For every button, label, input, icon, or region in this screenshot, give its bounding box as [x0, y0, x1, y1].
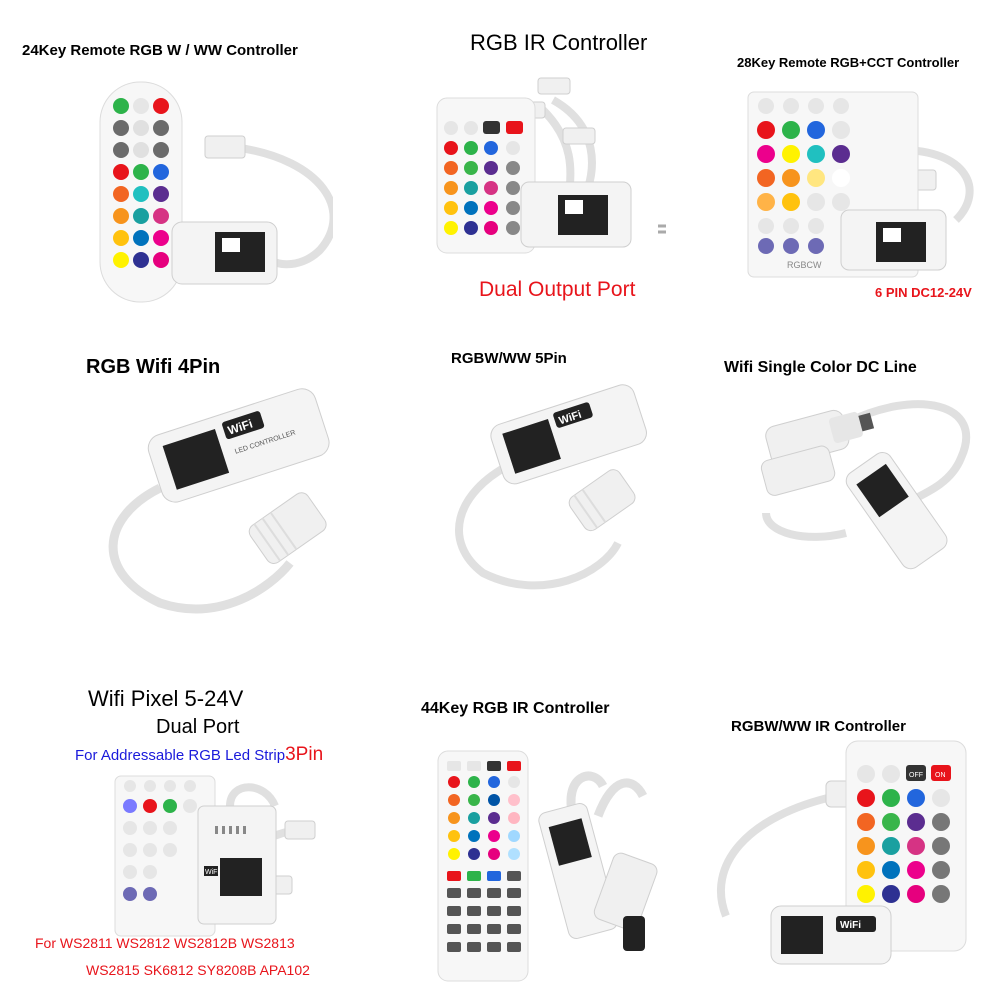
product-image-24key-controller	[99, 81, 333, 303]
product-cell-28key-rgbcct: 28Key Remote RGB+CCT Controller RGBCW 6 …	[666, 0, 999, 333]
remote-buttons: OFF ON	[857, 765, 951, 903]
product-image-28key-controller: RGBCW	[747, 91, 974, 278]
product-title: Wifi Single Color DC Line	[724, 359, 917, 376]
product-cell-44key-rgb-ir: 44Key RGB IR Controller	[333, 666, 666, 999]
product-note: 6 PIN DC12-24V	[875, 285, 972, 300]
wifi-logo: WiFi	[840, 920, 861, 931]
product-title: 28Key Remote RGB+CCT Controller	[737, 55, 960, 70]
remote-buttons	[447, 761, 521, 952]
remote-buttons	[444, 121, 523, 235]
product-title: 24Key Remote RGB W / WW Controller	[22, 42, 298, 59]
desc-text: For Addressable RGB Led Strip	[75, 747, 286, 764]
remote-label: RGBCW	[787, 260, 822, 270]
remote-buttons	[113, 98, 169, 268]
product-title: RGB IR Controller	[470, 30, 648, 55]
product-title: RGB Wifi 4Pin	[86, 356, 221, 378]
product-image-single-color-dc	[760, 400, 971, 570]
product-title: RGBW/WW IR Controller	[731, 718, 906, 735]
remote-buttons	[757, 98, 850, 254]
product-desc: For Addressable RGB Led Strip3Pin	[75, 744, 323, 766]
product-image-wifi-pixel: WiFi	[114, 775, 316, 937]
product-image-rgb-ir-controller	[436, 77, 666, 254]
product-image-rgbw-ir-controller: OFF ON WiFi	[717, 740, 967, 965]
product-image-rgbw-5pin: WiFi	[455, 384, 647, 590]
on-label: ON	[935, 772, 946, 779]
remote-buttons	[123, 780, 197, 901]
product-note: Dual Output Port	[479, 278, 636, 301]
product-cell-rgb-ir: RGB IR Controller Dual Output Port	[333, 0, 666, 333]
product-cell-wifi-single-color: Wifi Single Color DC Line	[666, 333, 999, 666]
desc-pin: 3Pin	[285, 744, 324, 765]
product-cell-rgbw-5pin: RGBW/WW 5Pin WiFi	[333, 333, 666, 666]
product-cell-rgbw-ir: RGBW/WW IR Controller OFF ON WiFi	[666, 666, 999, 999]
product-cell-rgb-wifi-4pin: RGB Wifi 4Pin WiFi LED CONTROLLER	[0, 333, 333, 666]
compatible-chips-line2: WS2815 SK6812 SY8208B APA102	[86, 962, 310, 978]
product-cell-24key-rgbw: 24Key Remote RGB W / WW Controller	[0, 0, 333, 333]
product-title: 44Key RGB IR Controller	[421, 700, 610, 717]
product-subtitle: Dual Port	[156, 716, 240, 738]
product-title: Wifi Pixel 5-24V	[88, 686, 244, 711]
product-image-rgb-wifi-4pin: WiFi LED CONTROLLER	[108, 388, 330, 614]
product-cell-wifi-pixel: Wifi Pixel 5-24V Dual Port For Addressab…	[0, 666, 333, 999]
product-title: RGBW/WW 5Pin	[451, 350, 567, 367]
off-label: OFF	[909, 772, 923, 779]
compatible-chips-line1: For WS2811 WS2812 WS2812B WS2813	[35, 935, 295, 951]
wifi-logo: WiFi	[205, 869, 219, 876]
product-image-44key-controller	[437, 750, 658, 982]
